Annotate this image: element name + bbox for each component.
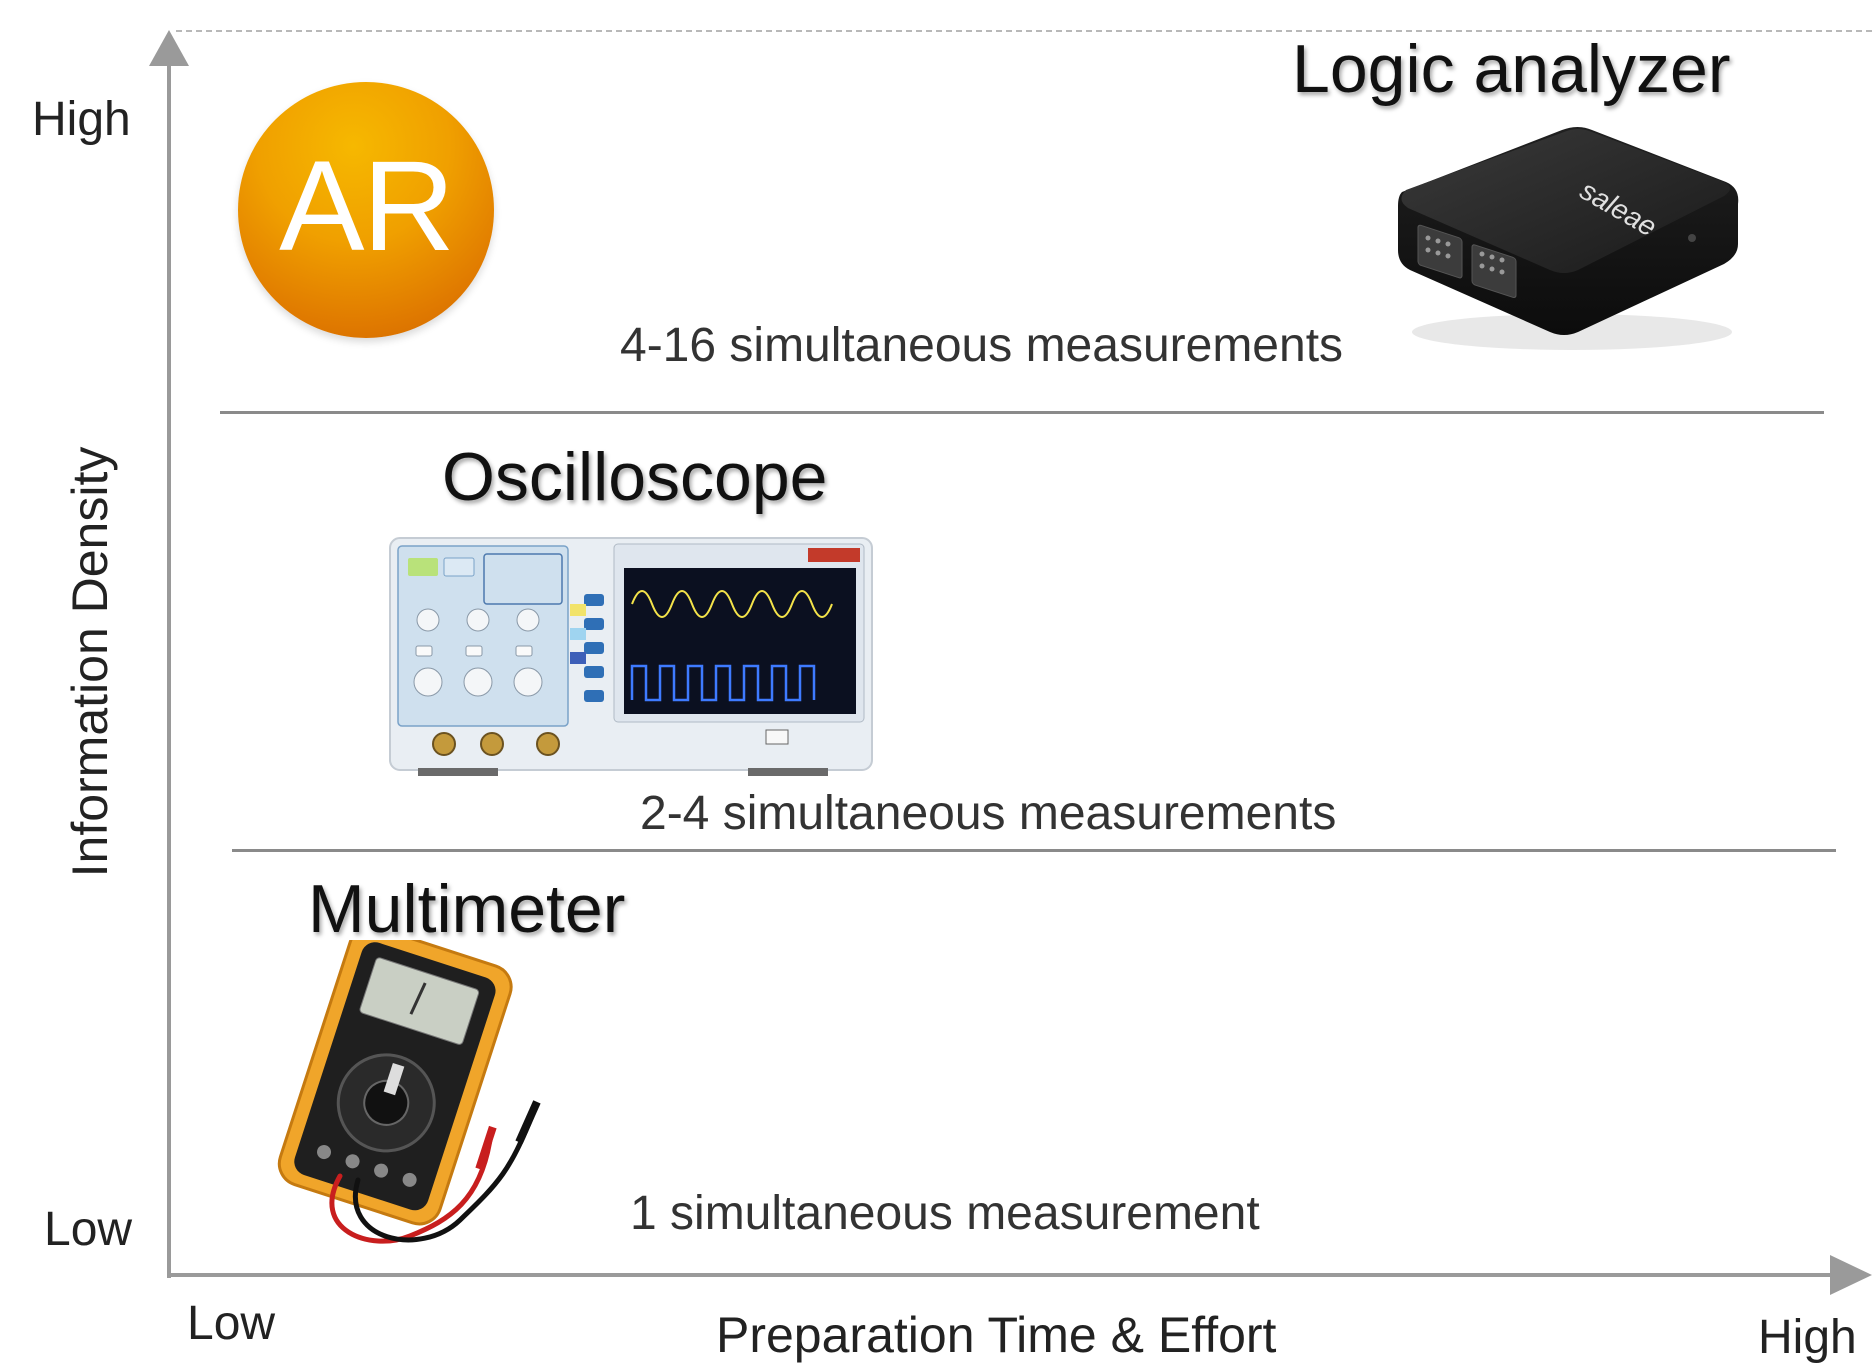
y-axis-title: Information Density (62, 446, 118, 878)
logic-analyzer-measurements: 4-16 simultaneous measurements (620, 319, 1344, 372)
y-axis-high-label: High (32, 93, 131, 146)
oscilloscope-measurements: 2-4 simultaneous measurements (640, 787, 1337, 840)
x-axis-low-label: Low (187, 1297, 276, 1350)
x-axis-arrow-icon (1830, 1255, 1872, 1295)
logic-analyzer-image: saleae (1398, 127, 1739, 350)
oscilloscope-title: Oscilloscope (442, 439, 828, 515)
y-axis-arrow-icon (149, 30, 189, 66)
ar-badge-label: AR (279, 134, 455, 278)
x-axis-line (167, 1273, 1847, 1277)
top-border-dashed (176, 30, 1872, 32)
x-axis-title: Preparation Time & Effort (716, 1307, 1277, 1363)
tier-separator-bottom (232, 849, 1836, 852)
tier-separator-top (220, 411, 1824, 414)
x-axis-high-label: High (1758, 1311, 1857, 1364)
oscilloscope-image (389, 537, 873, 776)
multimeter-image (277, 940, 541, 1244)
multimeter-measurements: 1 simultaneous measurement (630, 1187, 1260, 1240)
y-axis-low-label: Low (44, 1203, 133, 1256)
y-axis-line (167, 50, 171, 1278)
multimeter-title: Multimeter (308, 871, 626, 947)
ar-badge: AR (238, 82, 494, 338)
logic-analyzer-title: Logic analyzer (1292, 31, 1731, 107)
